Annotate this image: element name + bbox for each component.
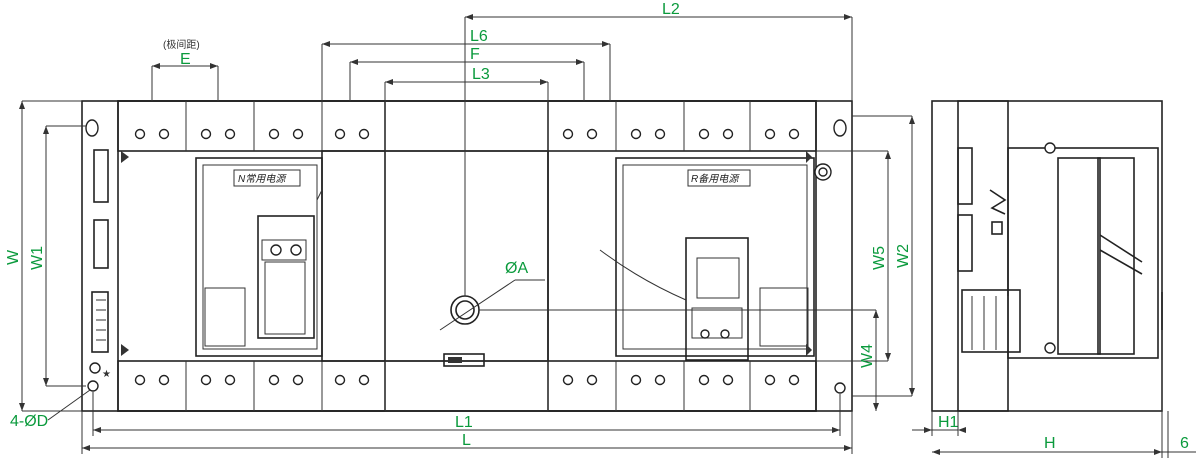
panel-label-backup: R备用电源 bbox=[691, 173, 740, 185]
side-view bbox=[931, 100, 1163, 412]
dimension-labels: L2 L6 F L3 (极间距) E W W1 W2 W5 W4 ØA L1 L… bbox=[5, 1, 1189, 452]
dim-label-W1: W1 bbox=[29, 246, 46, 270]
top-terminal-strip bbox=[117, 100, 817, 152]
corner-markers bbox=[121, 151, 812, 356]
dim-label-L6: L6 bbox=[470, 28, 488, 45]
dim-label-W: W bbox=[5, 249, 22, 265]
switch-body bbox=[117, 100, 817, 412]
terminal-dividers bbox=[185, 101, 751, 411]
front-view: N常用电源 R备用电源 bbox=[81, 100, 853, 412]
terminal-screws-top bbox=[134, 128, 800, 140]
dim-label-W4: W4 bbox=[859, 344, 876, 368]
dim-label-F: F bbox=[470, 46, 480, 63]
center-operating-shaft bbox=[443, 295, 485, 367]
pole-spacing-note: (极间距) bbox=[163, 38, 200, 51]
dim-label-L3: L3 bbox=[472, 66, 490, 83]
panel-label-normal: N常用电源 bbox=[238, 173, 287, 185]
dim-label-L1: L1 bbox=[455, 414, 473, 431]
dim-label-6: 6 bbox=[1180, 435, 1189, 452]
dim-label-W2: W2 bbox=[895, 244, 912, 268]
bottom-terminal-strip bbox=[117, 360, 817, 412]
arrowheads bbox=[19, 14, 1162, 455]
dim-label-4-phiD: 4-ØD bbox=[10, 413, 48, 430]
center-panel bbox=[321, 150, 549, 362]
dim-label-W5: W5 bbox=[871, 246, 888, 270]
backup-power-breaker: R备用电源 bbox=[599, 157, 832, 361]
side-body bbox=[931, 100, 1163, 412]
center-mechanism-housing bbox=[384, 100, 549, 412]
dim-label-L: L bbox=[462, 432, 471, 449]
dim-label-H1: H1 bbox=[938, 414, 959, 431]
svg-text:★: ★ bbox=[102, 369, 111, 380]
side-connectors: ★ bbox=[89, 149, 111, 380]
dim-label-L2: L2 bbox=[662, 1, 680, 18]
normal-power-breaker: N常用电源 bbox=[195, 157, 323, 357]
dim-label-E: E bbox=[180, 51, 191, 68]
mounting-holes bbox=[85, 119, 847, 394]
dim-label-phiA: ØA bbox=[505, 260, 528, 277]
base-plate bbox=[81, 100, 853, 412]
dim-label-H: H bbox=[1044, 435, 1056, 452]
terminal-screws-bottom bbox=[134, 374, 800, 386]
dimension-lines bbox=[21, 16, 1196, 458]
